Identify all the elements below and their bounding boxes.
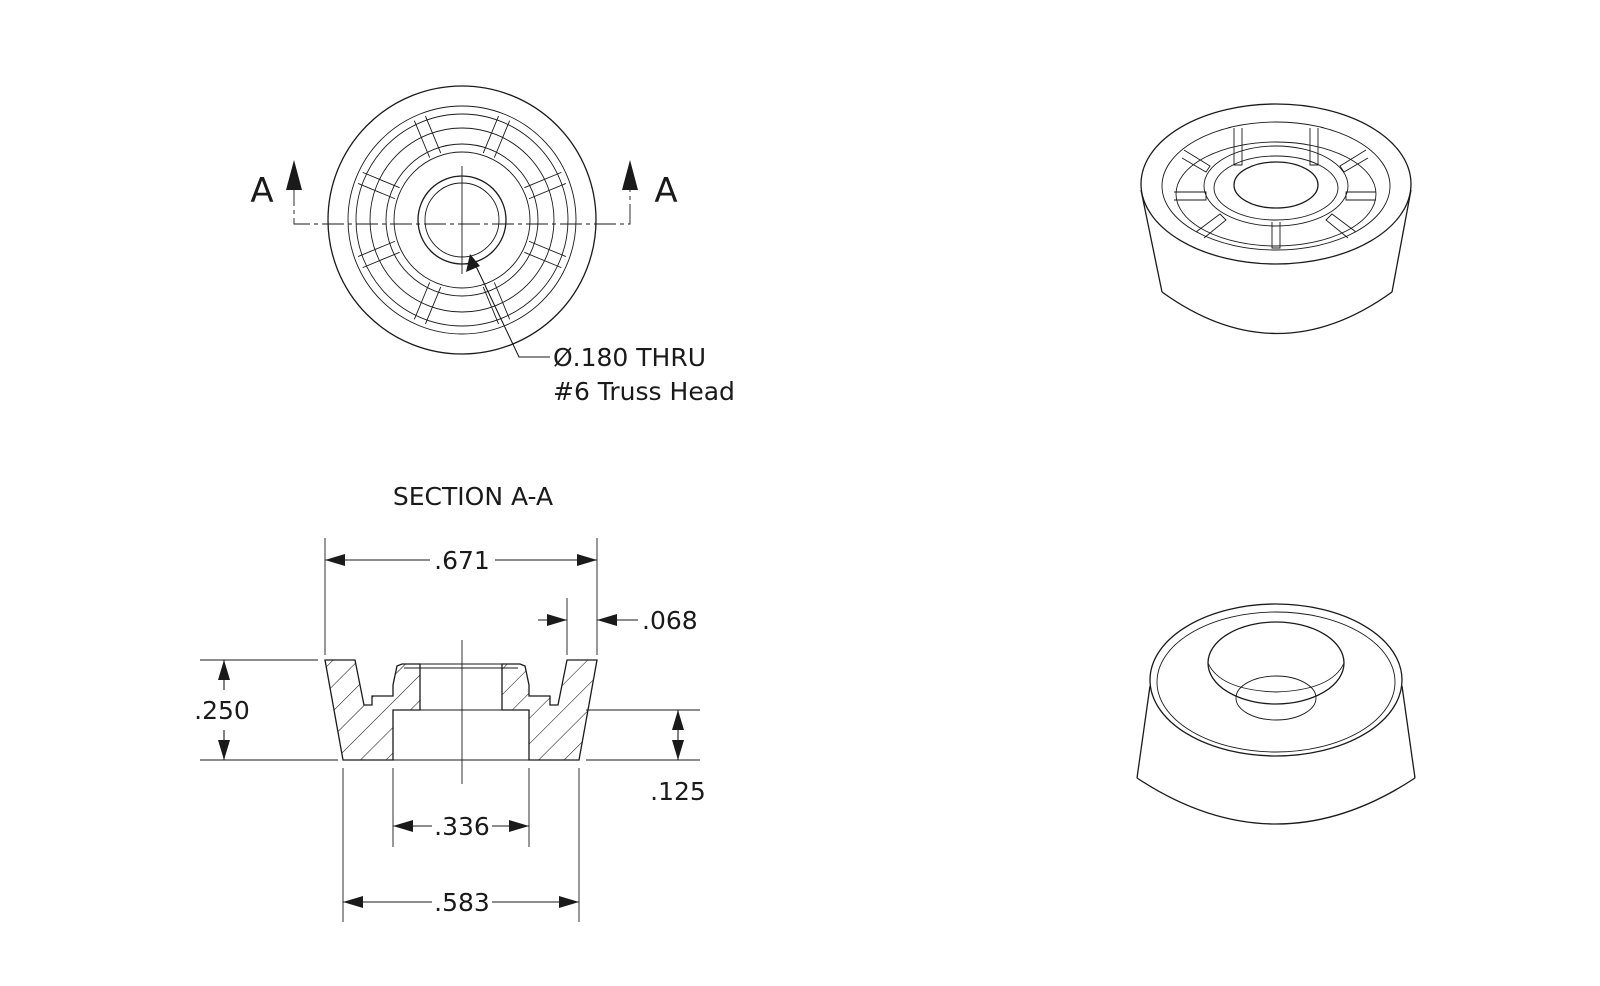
iso-top-rim <box>1140 103 1412 265</box>
dim-wall-thickness: .068 <box>642 606 698 635</box>
section-marker-right: A <box>654 171 677 211</box>
dim-arrow <box>547 614 567 626</box>
hub-step-circle <box>393 151 531 289</box>
iso-bottom-base-edge <box>1136 777 1416 825</box>
iso-bottom-face-chamfer <box>1156 611 1396 753</box>
dim-arrow <box>325 554 345 566</box>
iso-bottom-side-right <box>1401 685 1416 779</box>
iso-bottom-counterbore-wall <box>1207 662 1277 693</box>
rib <box>482 282 511 325</box>
section-body-right <box>501 659 598 761</box>
rib <box>524 240 567 269</box>
iso-top-rim-inner <box>1161 121 1391 251</box>
dim-counterbore-depth: .125 <box>650 777 706 806</box>
hole-callout-arrow <box>466 254 480 272</box>
section-arrow-left <box>286 160 302 190</box>
section-marker-left: A <box>250 171 273 211</box>
top-view: A A Ø.180 THRU #6 Truss Head <box>250 85 735 406</box>
dim-arrow <box>509 820 529 832</box>
section-arrow-right <box>622 160 638 190</box>
dim-arrow <box>577 554 597 566</box>
rib <box>357 240 400 269</box>
iso-top-ribs <box>1174 128 1376 249</box>
iso-bottom-counterbore-wall-2 <box>1275 662 1345 693</box>
dim-arrow <box>218 740 230 760</box>
section-title: SECTION A-A <box>393 482 553 511</box>
iso-bottom-side-left <box>1136 685 1151 779</box>
iso-top-hub <box>1203 145 1349 227</box>
rib <box>482 115 511 158</box>
section-body-left <box>324 659 421 761</box>
iso-top-hub-step <box>1213 155 1339 221</box>
dim-arrow <box>343 896 363 908</box>
dim-overall-top-width: .671 <box>434 546 490 575</box>
dim-arrow <box>597 614 617 626</box>
iso-top-hole <box>1233 161 1319 209</box>
dim-arrow <box>559 896 579 908</box>
isometric-view-bottom <box>1136 603 1416 825</box>
iso-bottom-hole <box>1235 675 1317 721</box>
hole-callout-line1: Ø.180 THRU <box>553 343 706 372</box>
section-cut-line <box>293 184 631 225</box>
iso-bottom-face <box>1149 603 1403 757</box>
outer-rim-circle <box>327 85 597 355</box>
iso-top-pocket <box>1175 141 1377 247</box>
dim-arrow <box>672 740 684 760</box>
radial-ribs <box>357 115 567 325</box>
pocket-outer-circle <box>355 113 569 327</box>
dim-arrow <box>218 660 230 680</box>
section-view: SECTION A-A .671 .068 <box>194 482 706 922</box>
isometric-view-top <box>1140 103 1412 335</box>
rib <box>357 171 400 200</box>
hole-callout-line2: #6 Truss Head <box>553 377 735 406</box>
rib <box>413 282 442 325</box>
dim-overall-height: .250 <box>194 696 250 725</box>
rim-inner-circle <box>347 105 577 335</box>
dim-counterbore-width: .336 <box>434 812 490 841</box>
rib <box>413 115 442 158</box>
dim-base-width: .583 <box>434 888 490 917</box>
iso-top-side-right <box>1391 189 1412 293</box>
iso-top-side-left <box>1140 189 1163 293</box>
dim-arrow <box>393 820 413 832</box>
rib <box>524 171 567 200</box>
dim-arrow <box>672 710 684 730</box>
hole-callout-leader <box>473 261 550 358</box>
pocket-step-circle <box>369 127 555 313</box>
iso-top-base-edge <box>1161 291 1393 335</box>
hub-outer-circle <box>385 143 539 297</box>
